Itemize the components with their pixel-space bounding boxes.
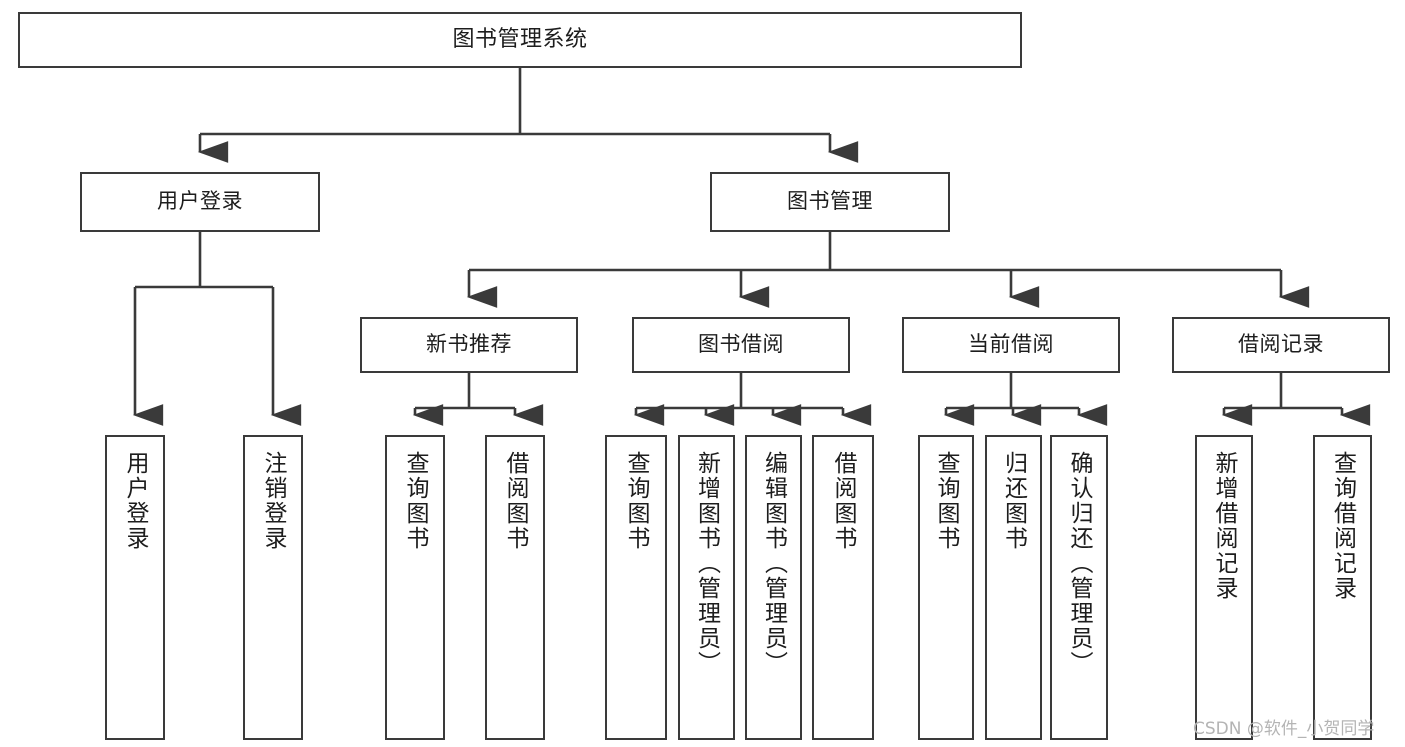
node-label: 归还图书 [1000, 451, 1027, 551]
node-label: 借阅图书 [830, 451, 857, 551]
node-label: 确认归还（管理员） [1066, 451, 1093, 676]
node-label: 图书管理 [787, 189, 873, 214]
edge-group-user-login [132, 232, 302, 426]
node-label: 用户登录 [122, 451, 149, 551]
edge-group-new-book-rec [412, 373, 544, 426]
node-borrowing-records[interactable]: 借阅记录 [1172, 317, 1390, 373]
csdn-watermark: CSDN @软件_小贺同学 [1193, 719, 1375, 739]
node-new-book-recommendation[interactable]: 新书推荐 [360, 317, 578, 373]
node-label: 查询图书 [623, 451, 650, 551]
node-leaf-query-books-nbr[interactable]: 查询图书 [385, 435, 445, 740]
node-leaf-add-book-admin[interactable]: 新增图书（管理员） [678, 435, 735, 740]
node-leaf-edit-book-admin[interactable]: 编辑图书（管理员） [745, 435, 802, 740]
node-leaf-logout[interactable]: 注销登录 [243, 435, 303, 740]
node-leaf-confirm-return-admin[interactable]: 确认归还（管理员） [1050, 435, 1108, 740]
node-label: 当前借阅 [968, 332, 1054, 357]
node-label: 图书管理系统 [452, 26, 588, 52]
node-label: 借阅图书 [502, 451, 529, 551]
node-label: 新增借阅记录 [1211, 451, 1238, 601]
edge-group-current-borrow [943, 373, 1108, 426]
node-label: 查询图书 [402, 451, 429, 551]
node-leaf-user-login[interactable]: 用户登录 [105, 435, 165, 740]
edge-group-root [197, 68, 859, 163]
node-label: 新书推荐 [426, 332, 512, 357]
node-leaf-query-borrow-record[interactable]: 查询借阅记录 [1313, 435, 1372, 740]
node-user-login[interactable]: 用户登录 [80, 172, 320, 232]
node-label: 图书借阅 [698, 332, 784, 357]
edge-group-borrow-record [1221, 373, 1371, 426]
node-leaf-borrow-books-nbr[interactable]: 借阅图书 [485, 435, 545, 740]
node-current-borrowing[interactable]: 当前借阅 [902, 317, 1120, 373]
node-label: 新增图书（管理员） [693, 451, 720, 676]
node-label: 编辑图书（管理员） [760, 451, 787, 676]
node-book-borrowing[interactable]: 图书借阅 [632, 317, 850, 373]
node-leaf-return-books[interactable]: 归还图书 [985, 435, 1042, 740]
node-label: 借阅记录 [1238, 332, 1324, 357]
node-leaf-query-books-bb[interactable]: 查询图书 [605, 435, 667, 740]
edge-group-book-borrow [633, 373, 872, 426]
node-leaf-add-borrow-record[interactable]: 新增借阅记录 [1195, 435, 1253, 740]
node-label: 用户登录 [157, 189, 243, 214]
node-label: 注销登录 [260, 451, 287, 551]
edge-group-book-mgmt [466, 232, 1310, 308]
node-root-book-management-system[interactable]: 图书管理系统 [18, 12, 1022, 68]
node-leaf-borrow-books-bb[interactable]: 借阅图书 [812, 435, 874, 740]
node-label: 查询借阅记录 [1329, 451, 1356, 601]
node-label: 查询图书 [933, 451, 960, 551]
node-leaf-query-books-cb[interactable]: 查询图书 [918, 435, 974, 740]
node-book-management[interactable]: 图书管理 [710, 172, 950, 232]
